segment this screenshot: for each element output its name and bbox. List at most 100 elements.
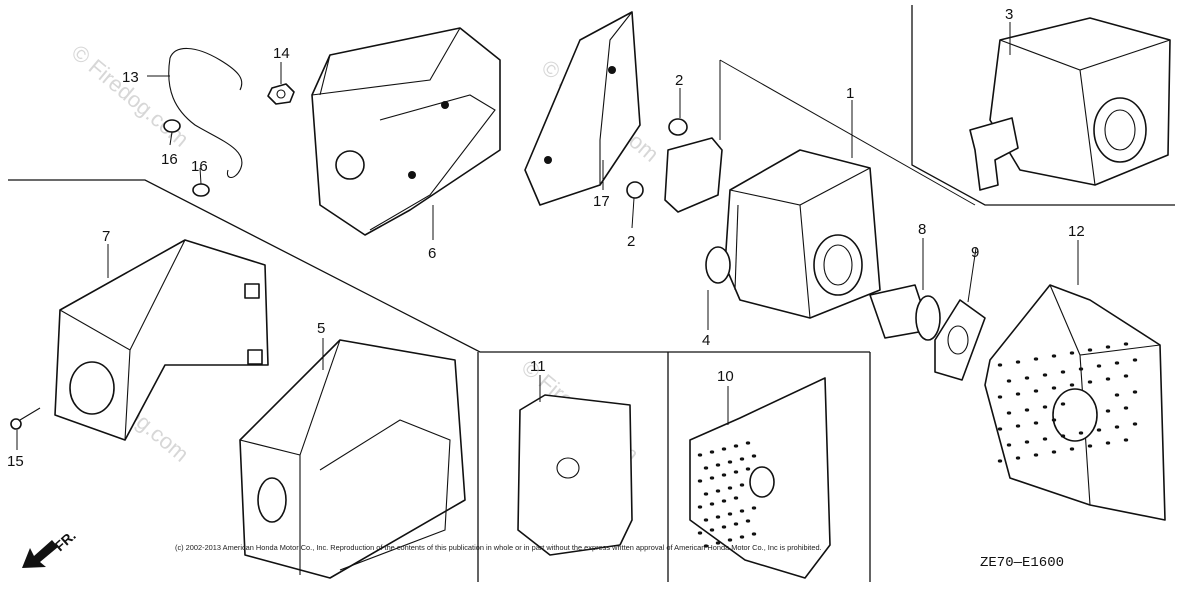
perforation-dot [1033,357,1039,361]
perforation-dot [727,460,733,464]
callout-label: 7 [102,228,110,245]
callout-label: 13 [122,69,139,86]
callout-leaders [16,22,1079,450]
watermark-1: © Firedog.com [67,40,194,152]
perforation-dot [709,450,715,454]
perforation-dot [1105,377,1111,381]
screw-part [10,407,41,430]
wire-clip-part [168,47,243,179]
perforations-part-10 [697,441,757,548]
perforation-dot [1087,380,1093,384]
perforation-dot [1015,392,1021,396]
callout-label: 8 [918,221,926,238]
perforation-dot [739,509,745,513]
perforation-dot [1069,383,1075,387]
perforation-dot [715,463,721,467]
perforation-dot [715,489,721,493]
perforation-dot [703,518,709,522]
perforation-dot [1051,386,1057,390]
perforation-dot [1015,456,1021,460]
perforation-dot [997,363,1003,367]
callout-label: 11 [530,358,546,375]
callout-label: 17 [593,193,610,210]
muffler-gasket-plate-part [664,137,723,213]
perforation-dot [1033,389,1039,393]
perforation-dot [739,483,745,487]
perforation-dot [997,427,1003,431]
nut-part [267,83,295,105]
perforation-dot [697,453,703,457]
perforation-dot [1069,447,1075,451]
perforation-dot [997,395,1003,399]
perforation-dot [1069,351,1075,355]
callout-label: 16 [161,151,178,168]
washer-part-3 [668,118,688,136]
perforation-dot [751,532,757,536]
perforation-dot [1078,431,1084,435]
perforation-dot [1114,361,1120,365]
perforation-dot [1006,411,1012,415]
perforation-dot [697,505,703,509]
perforation-dot [697,531,703,535]
perforation-dot [1042,437,1048,441]
upper-protector-part [311,27,501,236]
perforation-dot [1051,450,1057,454]
perforation-dot [751,454,757,458]
callout-label: 5 [317,320,325,337]
perforation-dot [721,525,727,529]
lower-protector-part [239,339,466,579]
perforation-dot [1105,345,1111,349]
perforation-dot [1114,425,1120,429]
perforation-dot [727,486,733,490]
perforation-dot [721,473,727,477]
perforation-dot [721,499,727,503]
perforation-dot [745,441,751,445]
callout-label: 4 [702,332,710,349]
perforation-dot [703,544,709,548]
perforation-dot [1042,405,1048,409]
section-lines [8,5,1175,582]
perforation-dot [1132,422,1138,426]
callout-label: 15 [7,453,24,470]
perforation-dot [997,459,1003,463]
callout-label: 2 [627,233,635,250]
perforation-dot [1042,373,1048,377]
front-arrow-icon [22,540,58,568]
perforation-dot [727,512,733,516]
perforation-dot [751,506,757,510]
callout-label: 16 [191,158,208,175]
perforation-dot [1078,367,1084,371]
perforation-dot [1132,390,1138,394]
callout-label: 10 [717,368,734,385]
washer-part-4 [626,181,644,199]
perforation-dot [1051,354,1057,358]
perforation-dot [1060,402,1066,406]
direction-label: FR. [51,527,78,554]
perforation-dot [1123,406,1129,410]
front-direction-indicator: FR. [22,527,79,568]
callout-labels: 1 2 2 3 4 5 6 7 8 9 10 11 12 13 14 15 16… [7,6,1085,470]
muffler-part [705,149,881,319]
perforated-heat-shield-part [984,284,1166,521]
perforation-dot [1033,421,1039,425]
perforation-dot [1123,374,1129,378]
perforation-dot [1006,443,1012,447]
perforation-dot [1096,428,1102,432]
perforation-dot [1015,424,1021,428]
perforation-dot [1114,393,1120,397]
perforation-dot [733,496,739,500]
upper-left-divider [8,179,870,353]
perforation-dot [721,447,727,451]
callout-label: 12 [1068,223,1085,240]
right-top-divider [911,5,1175,206]
perforation-dot [727,538,733,542]
perforation-dot [739,535,745,539]
perforation-dot [1123,438,1129,442]
perforation-dot [1087,444,1093,448]
left-protector-part [54,239,269,441]
perforation-dot [1132,358,1138,362]
perforation-dot [1033,453,1039,457]
perforation-dot [733,470,739,474]
plate-part [517,394,633,556]
